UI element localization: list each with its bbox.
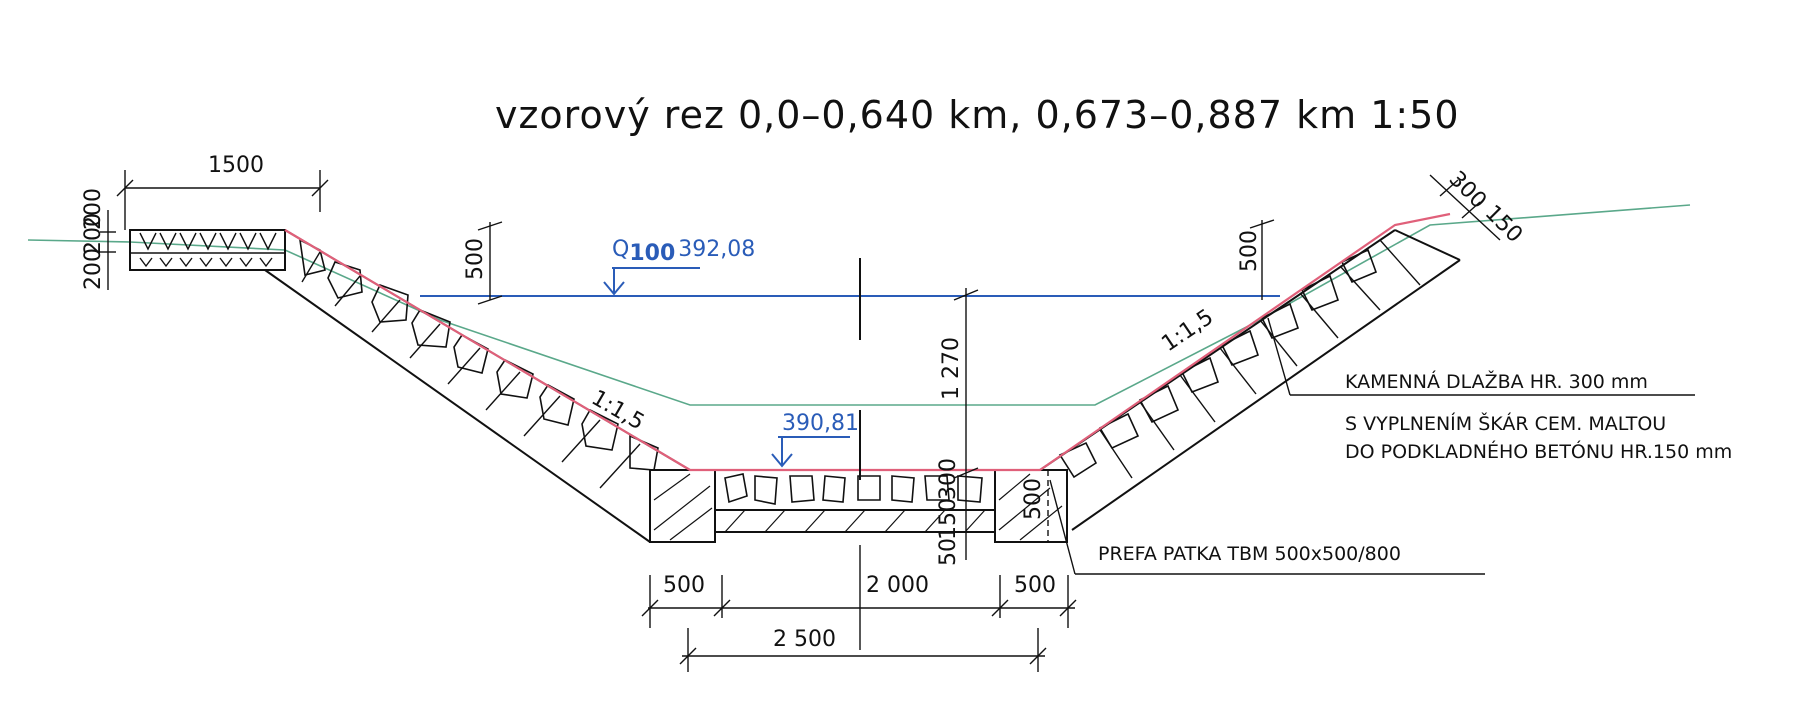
note-patka: PREFA PATKA TBM 500x500/800 xyxy=(1098,543,1401,565)
drawing-title: vzorový rez 0,0–0,640 km, 0,673–0,887 km… xyxy=(495,93,1460,137)
note-lining-line1: KAMENNÁ DLAŽBA HR. 300 mm xyxy=(1345,370,1648,393)
dim-bottom-left-500: 500 xyxy=(663,573,705,598)
dim-berm-width xyxy=(116,170,329,230)
dim-bottom-right-500: 500 xyxy=(1014,573,1056,598)
bottom-level-label: 390,81 xyxy=(782,411,859,436)
dim-mid-300: 300 xyxy=(936,458,961,500)
dim-bottom-2500: 2 500 xyxy=(773,627,836,652)
dim-foot-50: 50 xyxy=(936,538,961,566)
dim-depth xyxy=(953,288,979,560)
dim-freeboard-right-label: 500 xyxy=(1237,230,1262,272)
dim-freeboard-right xyxy=(1249,219,1275,300)
dim-patka-500: 500 xyxy=(1021,478,1046,520)
dim-berm-heights xyxy=(100,210,116,290)
dim-berm-h1: 200 xyxy=(81,188,106,230)
lining-note-leader xyxy=(1267,317,1695,396)
dim-freeboard-left-label: 500 xyxy=(463,238,488,280)
terrain-line xyxy=(27,204,1691,406)
dim-top-150: 150 xyxy=(1480,201,1527,248)
dim-berm-h3: 200 xyxy=(81,248,106,290)
design-profile-line xyxy=(284,212,1451,472)
note-lining-line2: S VYPLNENÍM ŠKÁR CEM. MALTOU xyxy=(1345,411,1666,435)
dim-berm-h2: 200 xyxy=(81,213,106,255)
dim-top-300: 300 xyxy=(1444,167,1491,214)
left-berm-block xyxy=(129,229,286,271)
right-slope-label: 1:1,5 xyxy=(1157,305,1218,357)
dim-top-right xyxy=(1429,174,1501,241)
dim-mid-150: 150 xyxy=(936,498,961,540)
dim-bottom-2000: 2 000 xyxy=(866,573,929,598)
dim-bottom-row xyxy=(641,545,1077,650)
dim-freeboard-left xyxy=(477,221,503,305)
dim-berm-width-label: 1500 xyxy=(208,153,264,178)
note-lining-line3: DO PODKLADNÉHO BETÓNU HR.150 mm xyxy=(1345,439,1732,463)
channel-bottom xyxy=(649,469,1068,543)
q100-marker xyxy=(603,267,700,296)
dim-total-bottom xyxy=(679,628,1047,672)
bottom-level-marker xyxy=(771,436,850,468)
dim-depth-label: 1 270 xyxy=(939,337,964,400)
patka-note-leader xyxy=(1049,479,1485,575)
